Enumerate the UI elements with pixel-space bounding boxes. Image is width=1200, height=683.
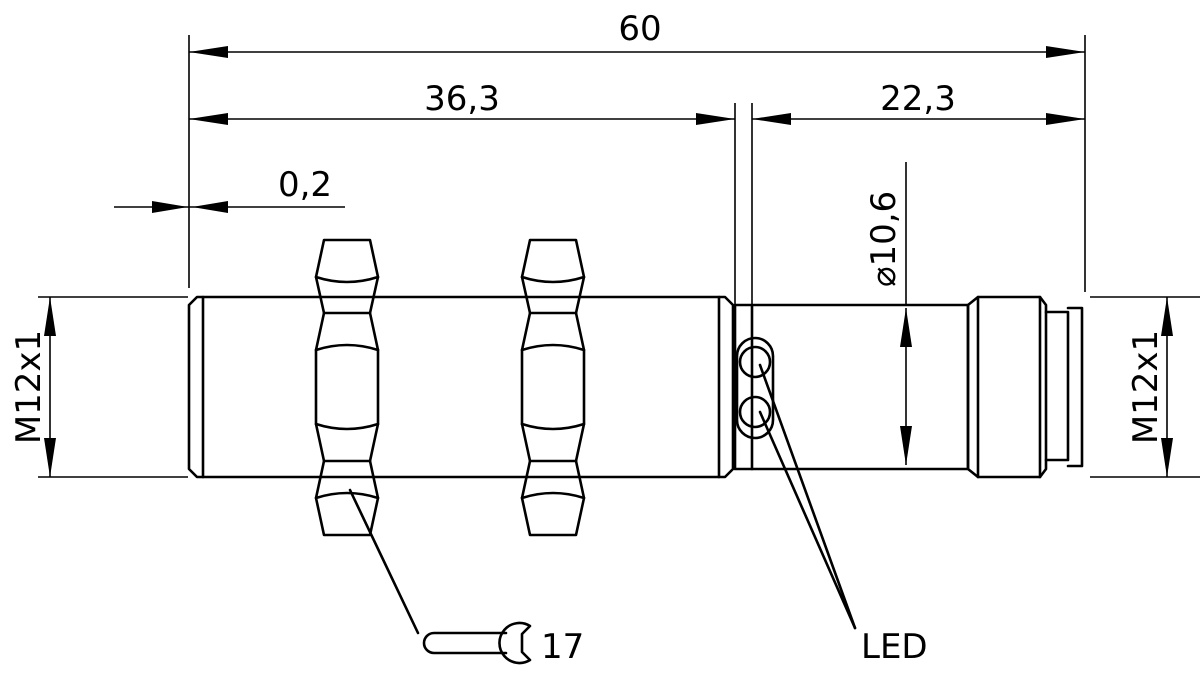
connector-length-label: 22,3 [880, 79, 956, 119]
dimension-overall-length [189, 46, 1085, 58]
dimension-thread-left [44, 297, 56, 477]
dimension-connector-length [752, 113, 1085, 125]
dimension-thread-right [1161, 297, 1173, 477]
thread-length-label: 36,3 [424, 79, 500, 119]
sensor-body [187, 295, 1084, 479]
led-indicators [735, 336, 775, 440]
dimension-body-diameter [900, 308, 912, 465]
leader-lines [348, 363, 857, 635]
extension-lines [38, 35, 1200, 478]
wrench-icon [422, 621, 532, 665]
hex-nut-right [520, 238, 586, 537]
dimension-thread-length [189, 113, 735, 125]
thread-left-label: M12x1 [9, 330, 49, 444]
body-diameter-label: ⌀10,6 [864, 191, 904, 287]
wrench-size-label: 17 [541, 627, 584, 667]
led-label: LED [861, 627, 928, 667]
hex-nut-left [314, 238, 380, 537]
thread-right-label: M12x1 [1126, 330, 1166, 444]
offset-label: 0,2 [278, 165, 332, 205]
dimension-offset [114, 201, 345, 213]
overall-length-label: 60 [618, 9, 661, 49]
